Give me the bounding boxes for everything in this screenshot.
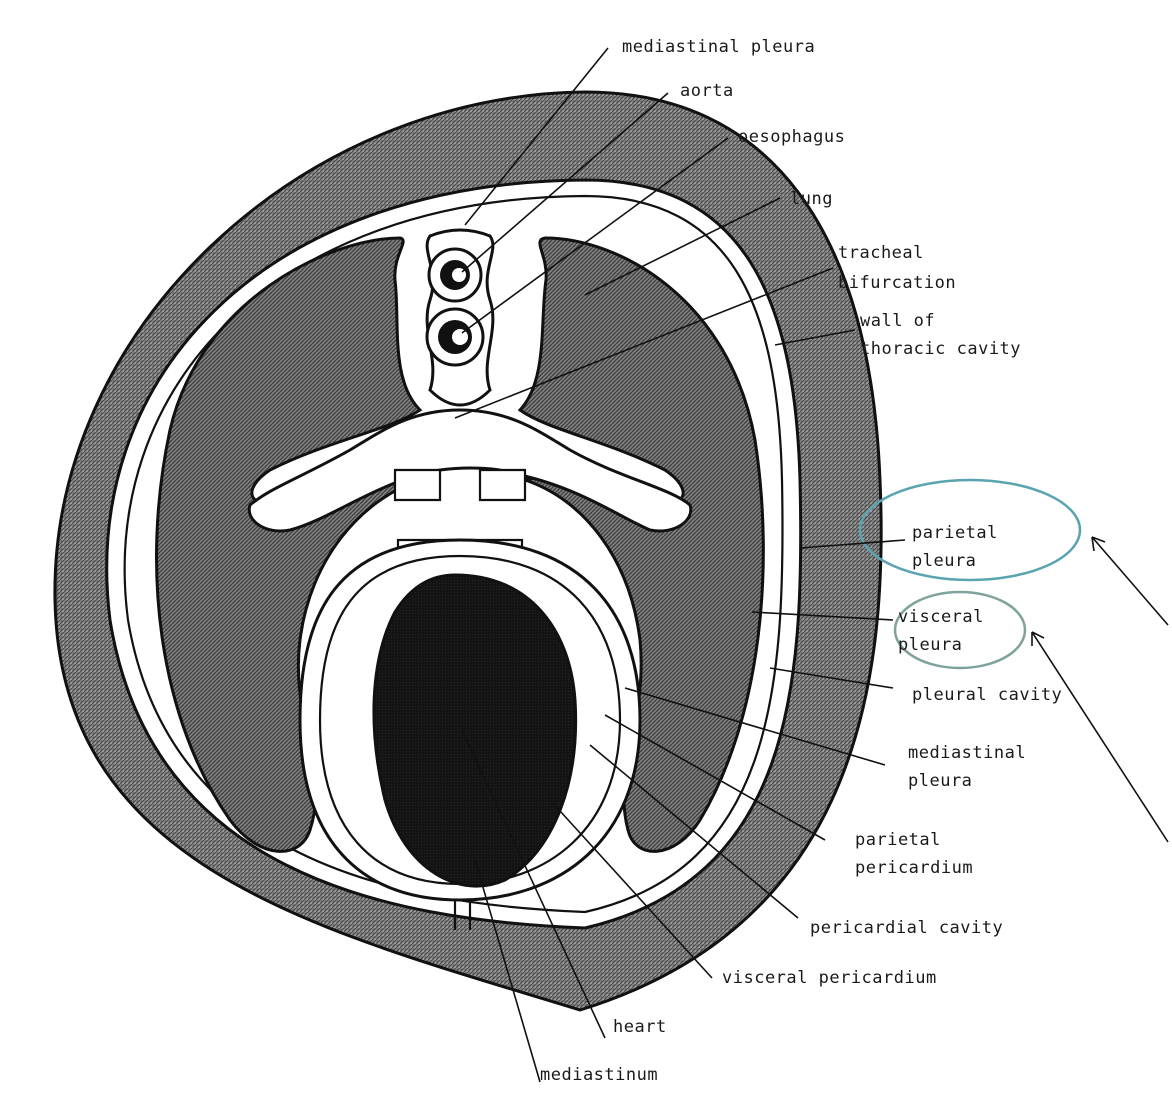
left-lung [155, 236, 426, 853]
annotation-arrow-1 [1091, 536, 1169, 626]
label-parietal-pleura-2: pleura [912, 551, 976, 571]
heart-shape [372, 573, 578, 888]
label-oesophagus: oesophagus [738, 127, 845, 147]
label-parietal-pericardium-2: pericardium [855, 858, 973, 878]
parietal-pleura-line [123, 194, 784, 914]
label-pleural-cavity: pleural cavity [912, 685, 1062, 705]
label-heart: heart [613, 1017, 667, 1037]
tracheal-bifurcation-shape [247, 408, 693, 533]
label-wall-of: wall of [860, 311, 935, 331]
label-lung: lung [790, 189, 833, 209]
label-mediastinal-pleura-top: mediastinal pleura [622, 37, 815, 57]
label-visceral-pericardium: visceral pericardium [722, 968, 937, 988]
label-mediastinal-pleura-1: mediastinal [908, 743, 1026, 763]
label-aorta: aorta [680, 81, 734, 101]
label-bifurcation: bifurcation [838, 273, 956, 293]
annotation-arrow-2 [1031, 631, 1169, 843]
label-parietal-pleura-1: parietal [912, 523, 998, 543]
label-mediastinal-pleura-2: pleura [908, 771, 972, 791]
label-visceral-pleura-1: visceral [898, 607, 984, 627]
label-parietal-pericardium-1: parietal [855, 830, 941, 850]
label-visceral-pleura-2: pleura [898, 635, 962, 655]
highlight-circle-parietal-pleura [858, 478, 1082, 582]
label-thoracic-cavity: thoracic cavity [860, 339, 1021, 359]
right-lung [517, 236, 765, 853]
highlight-circle-visceral-pleura [893, 590, 1027, 670]
label-tracheal: tracheal [838, 243, 924, 263]
label-pericardial-cavity: pericardial cavity [810, 918, 1003, 938]
label-mediastinum: mediastinum [540, 1065, 658, 1085]
